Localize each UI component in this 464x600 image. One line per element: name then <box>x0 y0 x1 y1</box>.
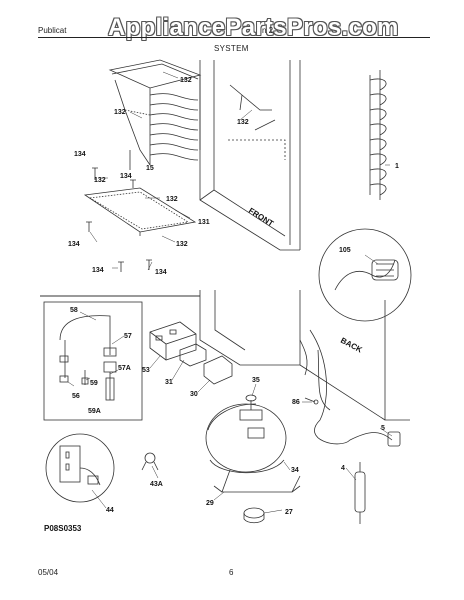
screw-86 <box>304 397 319 405</box>
callout-57a: 57A <box>118 365 131 372</box>
filter-drier <box>354 462 366 524</box>
compressor <box>205 394 301 493</box>
callout-132: 132 <box>166 196 178 203</box>
callout-57: 57 <box>124 333 132 340</box>
callout-132: 132 <box>94 177 106 184</box>
condenser-coil <box>369 70 387 200</box>
callout-105: 105 <box>339 247 351 254</box>
callout-59: 59 <box>90 380 98 387</box>
callout-86: 86 <box>292 399 300 406</box>
evaporator-coil <box>108 59 202 170</box>
callout-59a: 59A <box>88 408 101 415</box>
callout-35: 35 <box>252 377 260 384</box>
callout-43a: 43A <box>150 481 163 488</box>
publication-label: Publicat <box>38 26 67 35</box>
front-annotation: FRONT <box>247 206 275 228</box>
figure-code: P08S0353 <box>44 524 82 533</box>
callout-132: 132 <box>114 109 126 116</box>
model-label: n 2 <box>262 26 274 35</box>
callout-29: 29 <box>206 500 214 507</box>
callout-31: 31 <box>165 379 173 386</box>
relay-cover <box>203 355 233 385</box>
callout-34: 34 <box>291 467 299 474</box>
overload-protector <box>179 343 207 367</box>
callout-134: 134 <box>155 269 167 276</box>
power-cord <box>299 329 401 447</box>
callout-134: 134 <box>120 173 132 180</box>
callout-30: 30 <box>190 391 198 398</box>
callout-15: 15 <box>146 165 154 172</box>
defrost-drain-pan <box>83 187 197 236</box>
section-title: SYSTEM <box>214 44 249 53</box>
callout-134: 134 <box>68 241 80 248</box>
compressor-grommet <box>243 507 265 524</box>
callout-134: 134 <box>74 151 86 158</box>
start-relay <box>149 321 197 361</box>
cabinet-outline-upper <box>199 60 301 251</box>
callout-1: 1 <box>395 163 399 170</box>
callout-27: 27 <box>285 509 293 516</box>
tubing-clamp <box>141 452 159 471</box>
callout-132: 132 <box>237 119 249 126</box>
callout-5: 5 <box>381 425 385 432</box>
inset-circle-105 <box>318 228 412 322</box>
callout-58: 58 <box>70 307 78 314</box>
capillary-kit-box <box>43 301 143 421</box>
watermark: AppliancePartsPros.com <box>108 14 399 41</box>
callout-132: 132 <box>176 241 188 248</box>
page-number: 6 <box>229 568 234 577</box>
callout-132: 132 <box>180 77 192 84</box>
leader-lines <box>67 71 393 514</box>
back-annotation: BACK <box>339 336 364 355</box>
footer-date: 05/04 <box>38 568 59 577</box>
callout-56: 56 <box>72 393 80 400</box>
screws-134 <box>86 167 152 272</box>
callout-131: 131 <box>198 219 210 226</box>
callout-4: 4 <box>341 465 345 472</box>
receptacle-inset <box>45 433 115 503</box>
callout-44: 44 <box>106 507 114 514</box>
header-rule <box>38 37 430 38</box>
cabinet-outline-lower <box>199 290 410 421</box>
callout-134: 134 <box>92 267 104 274</box>
callout-53: 53 <box>142 367 150 374</box>
tubing-detail-upper <box>229 84 276 131</box>
